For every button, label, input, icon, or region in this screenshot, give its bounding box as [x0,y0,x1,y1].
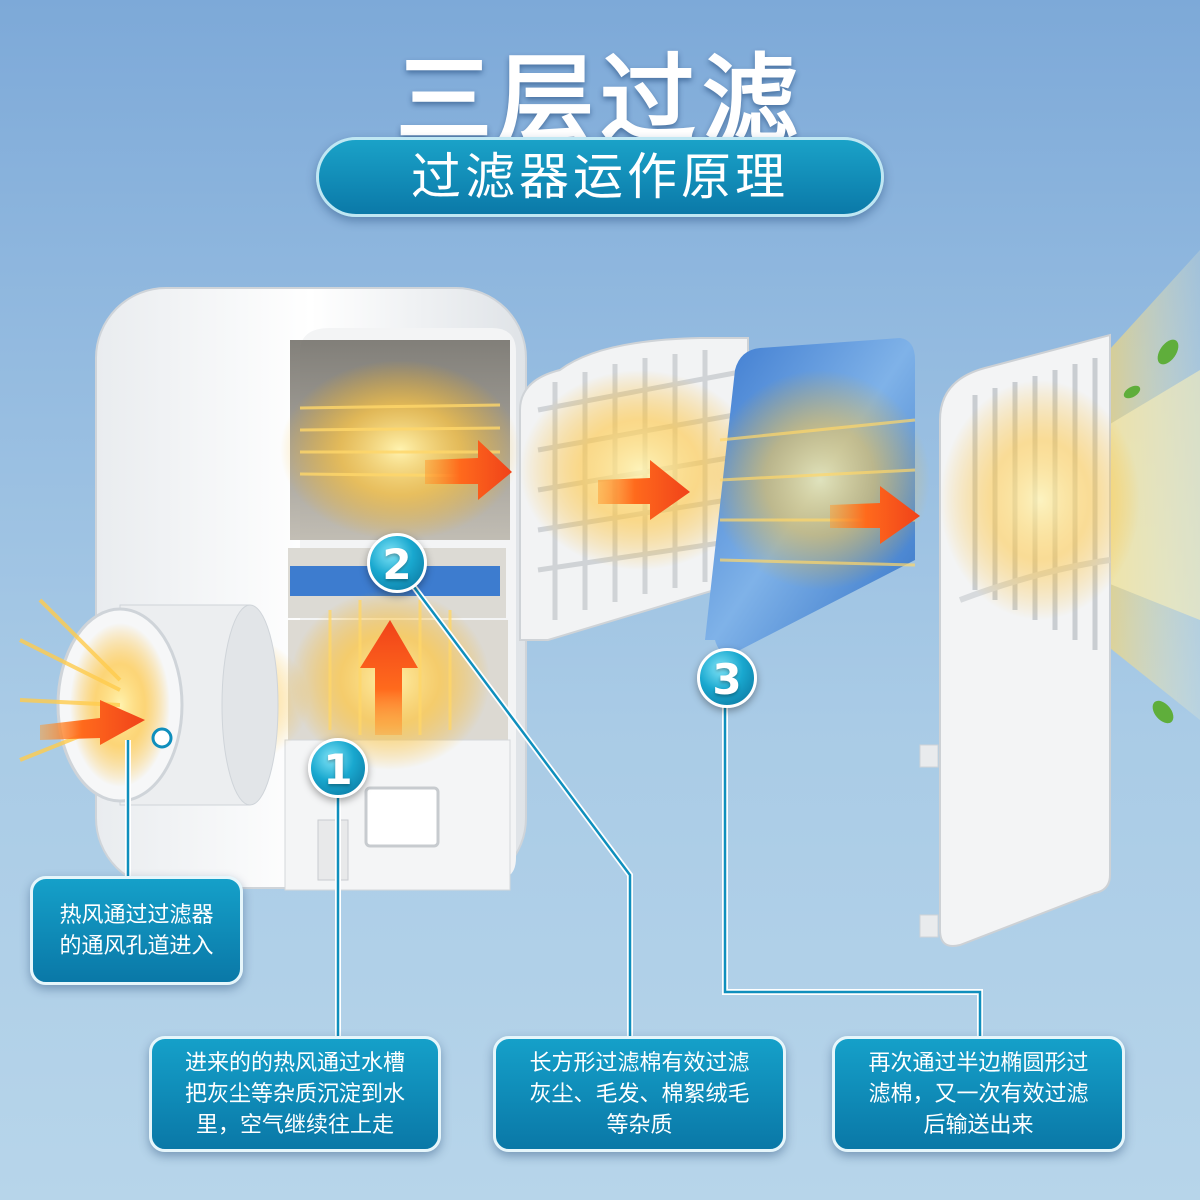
callout-inlet-line-1: 热风通过过滤器 [59,902,214,928]
callout-inlet-line-2: 的通风孔道进入 [59,933,214,959]
step-3-badge: 3 [697,648,757,708]
callout-step-2-line-1: 长方形过滤棉有效过滤 [529,1050,750,1076]
callout-step-1: 进来的的热风通过水槽 把灰尘等杂质沉淀到水 里，空气继续往上走 [149,1036,441,1152]
callout-step-1-line-1: 进来的的热风通过水槽 [184,1050,405,1076]
side-cover-panel [919,333,1140,947]
cotton-filter-pad [705,338,930,654]
callout-step-3-line-1: 再次通过半边椭圆形过 [868,1050,1089,1076]
callout-step-3-line-3: 后输送出来 [923,1112,1034,1138]
callout-step-2-line-3: 等杂质 [606,1112,673,1138]
callout-step-1-line-2: 把灰尘等杂质沉淀到水 [184,1081,405,1107]
step-2-badge: 2 [367,533,427,593]
callout-step-2-line-2: 灰尘、毛发、棉絮绒毛 [529,1081,750,1107]
callout-step-2: 长方形过滤棉有效过滤 灰尘、毛发、棉絮绒毛 等杂质 [493,1036,786,1152]
subtitle-banner: 过滤器运作原理 [316,137,884,217]
flow-arrows [40,440,920,745]
step-1-badge: 1 [308,738,368,798]
callout-step-3-line-2: 滤棉，又一次有效过滤 [868,1081,1089,1107]
callout-inlet: 热风通过过滤器 的通风孔道进入 [30,876,243,985]
callout-step-3: 再次通过半边椭圆形过 滤棉，又一次有效过滤 后输送出来 [832,1036,1125,1152]
inlet-pipe [19,598,310,806]
callout-step-1-line-3: 里，空气继续往上走 [195,1112,394,1138]
